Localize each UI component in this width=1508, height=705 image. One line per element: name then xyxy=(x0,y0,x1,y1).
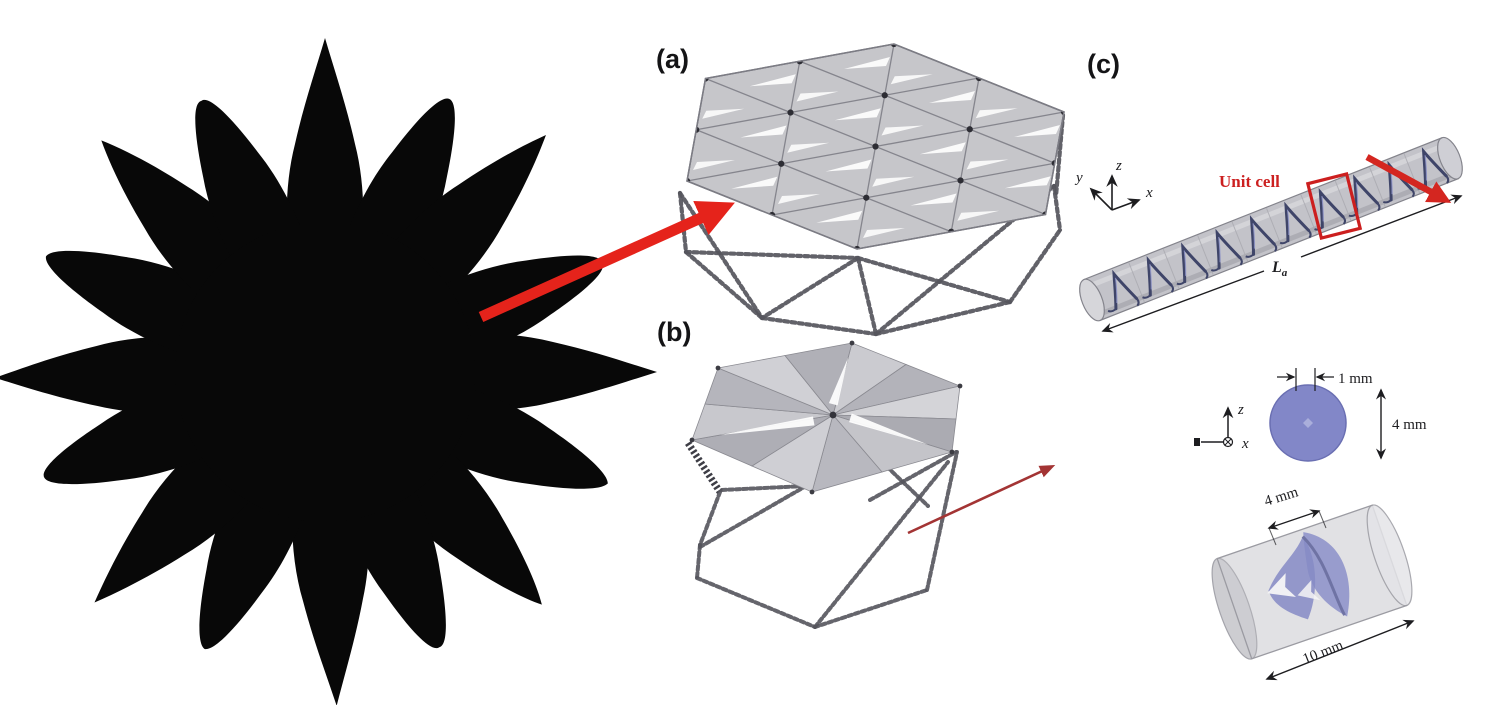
cylinder-right-cap xyxy=(1366,504,1413,607)
patterned-rod xyxy=(1079,136,1463,322)
cell-seam xyxy=(1231,221,1249,262)
rod-right-cap xyxy=(1437,136,1463,180)
dim-1mm-label: 1 mm xyxy=(1338,371,1373,387)
frame-beam xyxy=(813,588,929,629)
dimension-line xyxy=(1300,194,1463,258)
truss-beam xyxy=(873,299,1013,337)
frame-beam xyxy=(698,476,822,549)
panel-a-tessellated-canopy xyxy=(686,43,1065,250)
cell-seam xyxy=(1300,194,1317,234)
red-arrow-rod-cut xyxy=(1365,154,1452,203)
lattice-node xyxy=(966,126,973,133)
cell-seam xyxy=(1128,262,1145,303)
panel-a-label: (a) xyxy=(656,44,689,74)
x-axis-label: x xyxy=(1145,185,1153,201)
y-axis-label: y xyxy=(1074,170,1083,186)
chevron-inclusion xyxy=(1112,269,1139,311)
canopy-center-node xyxy=(829,411,837,419)
chevron-inclusion xyxy=(1421,147,1448,188)
chevron-inclusion xyxy=(1387,160,1414,202)
frame-beam xyxy=(925,450,959,592)
unit-cell-cylinder xyxy=(1211,504,1413,660)
x-axis-arrow xyxy=(1111,198,1141,211)
cell-seam xyxy=(1266,208,1283,248)
dim-4mm-cell-label: 4 mm xyxy=(1262,484,1300,510)
frame-beam xyxy=(695,576,817,629)
cell-seam xyxy=(1369,167,1386,207)
chevron-inclusion xyxy=(1353,174,1379,215)
chevron-inclusion xyxy=(1146,256,1173,297)
coil-spring xyxy=(685,441,723,494)
frame-beam xyxy=(868,450,958,502)
x-axis-label: x xyxy=(1241,436,1249,452)
frame-beam xyxy=(813,460,950,629)
axes-triad-icon: z y x xyxy=(1074,158,1153,211)
lattice-node xyxy=(872,143,879,150)
chevron-inclusion xyxy=(1318,187,1345,229)
dim-4mm-label: 4 mm xyxy=(1392,417,1427,433)
frame-beam xyxy=(698,490,722,547)
canopy-vertex-node xyxy=(689,437,695,443)
truss-beam xyxy=(683,249,861,261)
truss-beam xyxy=(759,315,879,337)
cell-seam xyxy=(1197,235,1214,275)
flower-silhouette xyxy=(0,38,657,705)
lattice-node xyxy=(778,160,785,167)
canopy-vertex-node xyxy=(715,365,721,371)
dim-1mm: 1 mm xyxy=(1277,368,1373,391)
unit-cell-cylinder-view: 4 mm 10 mm xyxy=(1211,484,1415,681)
chevron-inclusion xyxy=(1284,201,1311,243)
z-axis-label: z xyxy=(1115,158,1122,174)
lattice-node xyxy=(863,194,870,201)
y-axis-arrow xyxy=(1089,187,1113,211)
panel-b-label: (b) xyxy=(657,317,691,347)
canopy-vertex-node xyxy=(949,449,955,455)
rod-length-label: La xyxy=(1271,259,1288,279)
rod-left-cap xyxy=(1079,278,1105,322)
red-arrow-flower-to-canopy xyxy=(478,200,735,323)
cross-section-view: z x 1 mm 4 mm xyxy=(1194,368,1427,462)
rod-length-dimension: La xyxy=(1101,194,1463,333)
axis-into-page-icon: z x xyxy=(1194,402,1249,452)
axis-cap xyxy=(1194,438,1200,446)
truss-beam xyxy=(1053,112,1066,199)
lattice-node xyxy=(787,109,794,116)
cross-section-center-core xyxy=(1303,418,1313,428)
truss-beam xyxy=(759,255,861,321)
frame-beam xyxy=(695,543,702,580)
truss-beam xyxy=(855,255,1013,305)
canopy-vertex-node xyxy=(849,340,855,346)
truss-beam xyxy=(1007,227,1063,305)
dim-10mm-label: 10 mm xyxy=(1301,637,1346,667)
lattice-node xyxy=(957,177,964,184)
frame-beam xyxy=(720,484,808,492)
truss-beam xyxy=(855,255,879,337)
panel-c-label: (c) xyxy=(1087,49,1120,79)
red-arrow-unit-to-rod xyxy=(907,465,1056,535)
rod-body xyxy=(1083,137,1459,322)
cell-seam xyxy=(1334,180,1352,221)
panel-b-umbrella-canopy xyxy=(689,340,963,495)
dim-4mm-circle: 4 mm xyxy=(1375,388,1427,460)
chevron-inclusion xyxy=(1181,242,1207,284)
chevron-inclusion xyxy=(1215,228,1242,270)
blue-chevron-blade xyxy=(1268,536,1316,620)
white-notch xyxy=(1297,580,1321,601)
flower-center xyxy=(175,222,475,522)
white-notch xyxy=(1267,573,1297,598)
dimension-line xyxy=(1101,270,1265,333)
canopy-vertex-node xyxy=(957,383,963,389)
z-axis-label: z xyxy=(1237,402,1244,418)
chevron-inclusion xyxy=(1249,215,1276,256)
unit-cell-box xyxy=(1305,172,1363,240)
cell-seam xyxy=(1162,249,1180,289)
lattice-node xyxy=(881,92,888,99)
unit-cell-label: Unit cell xyxy=(1219,172,1280,191)
truss-beam xyxy=(683,249,765,321)
canopy-vertex-node xyxy=(809,489,815,495)
